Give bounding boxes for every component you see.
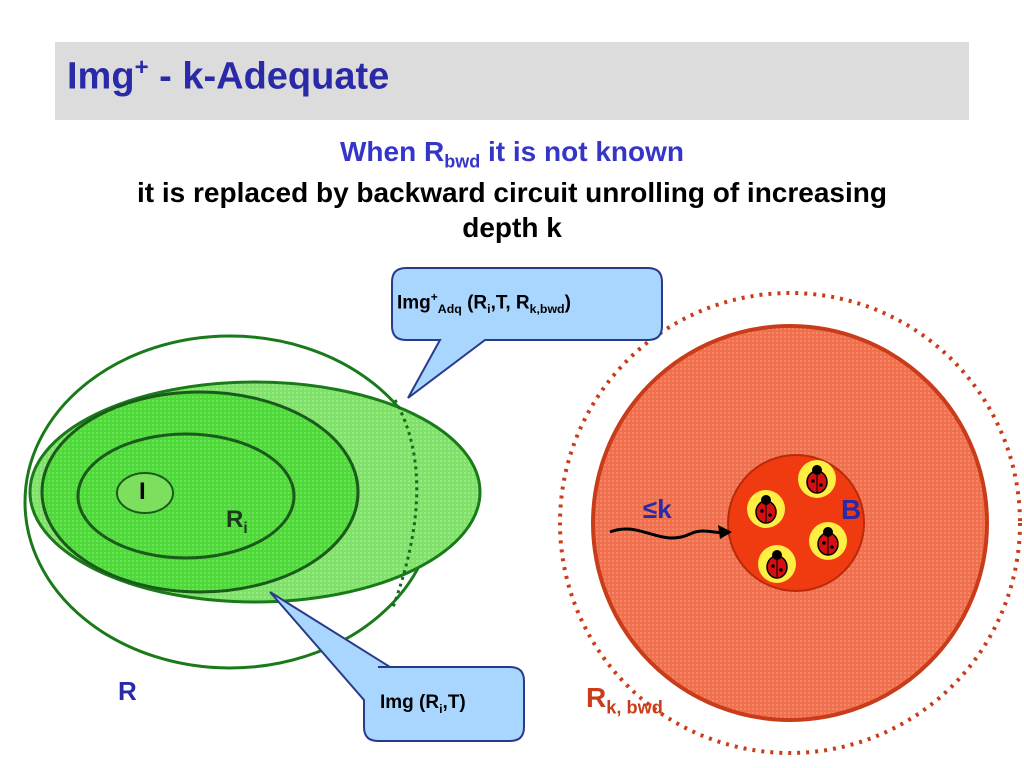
label-Rk-main: R bbox=[586, 682, 607, 713]
unroll-arrow bbox=[609, 527, 729, 540]
label-R: R bbox=[118, 676, 137, 706]
label-I: I bbox=[139, 478, 146, 505]
set-I bbox=[116, 472, 174, 514]
callout-top-shape bbox=[391, 267, 663, 399]
subtitle-post: it is not known bbox=[480, 136, 684, 167]
callout-top-sub: Adq bbox=[437, 302, 462, 317]
callout-bottom-label: Img (Ri,T) bbox=[380, 692, 466, 716]
label-Ri-main: R bbox=[226, 506, 244, 533]
callout-top-args-sub: k,bwd bbox=[529, 302, 565, 317]
title-sup: + bbox=[134, 54, 149, 81]
callout-bottom-post: ,T) bbox=[442, 692, 466, 713]
callout-top-args-mid: ,T, R bbox=[490, 292, 530, 314]
ladybug-icon bbox=[747, 490, 785, 528]
callout-top-args-pre: (R bbox=[461, 292, 488, 314]
set-Ri bbox=[76, 432, 296, 560]
set-R-dotted-arc bbox=[390, 399, 419, 611]
title-bar: Img+ - k-Adequate bbox=[55, 42, 969, 120]
label-Ri-sub: i bbox=[243, 519, 248, 537]
label-B: B bbox=[841, 494, 862, 525]
set-Rk-dotted bbox=[558, 291, 1022, 755]
label-Ri: Ri bbox=[226, 506, 248, 538]
slide-title: Img+ - k-Adequate bbox=[67, 54, 389, 99]
label-k: ≤k bbox=[643, 494, 672, 524]
callout-top-args-post: ) bbox=[564, 292, 571, 314]
callout-top-main: Img bbox=[397, 292, 431, 314]
arrow-head bbox=[718, 525, 732, 539]
label-Rk-sub: k, bwd bbox=[606, 697, 663, 718]
callout-bottom-sub: i bbox=[439, 701, 443, 716]
subtitle-sub: bwd bbox=[444, 151, 481, 172]
callout-bottom-shape bbox=[269, 591, 525, 742]
ladybug-icon bbox=[758, 545, 796, 583]
ladybug-icon bbox=[798, 460, 836, 498]
callout-bottom-main: Img (R bbox=[380, 692, 440, 713]
ladybug-icon bbox=[809, 522, 847, 560]
title-rest: - k-Adequate bbox=[148, 55, 390, 98]
callout-top-args-i: i bbox=[487, 302, 491, 317]
subtitle-pre: When R bbox=[340, 136, 445, 167]
title-main: Img bbox=[67, 55, 135, 98]
subtitle: When Rbwd it is not known bbox=[0, 136, 1024, 173]
body-text: it is replaced by backward circuit unrol… bbox=[137, 177, 887, 243]
label-Rk-bwd: Rk, bwd bbox=[586, 682, 663, 719]
callout-top-sup: + bbox=[430, 290, 438, 304]
callout-top-label: Img+Adq (Ri,T, Rk,bwd) bbox=[397, 290, 571, 316]
